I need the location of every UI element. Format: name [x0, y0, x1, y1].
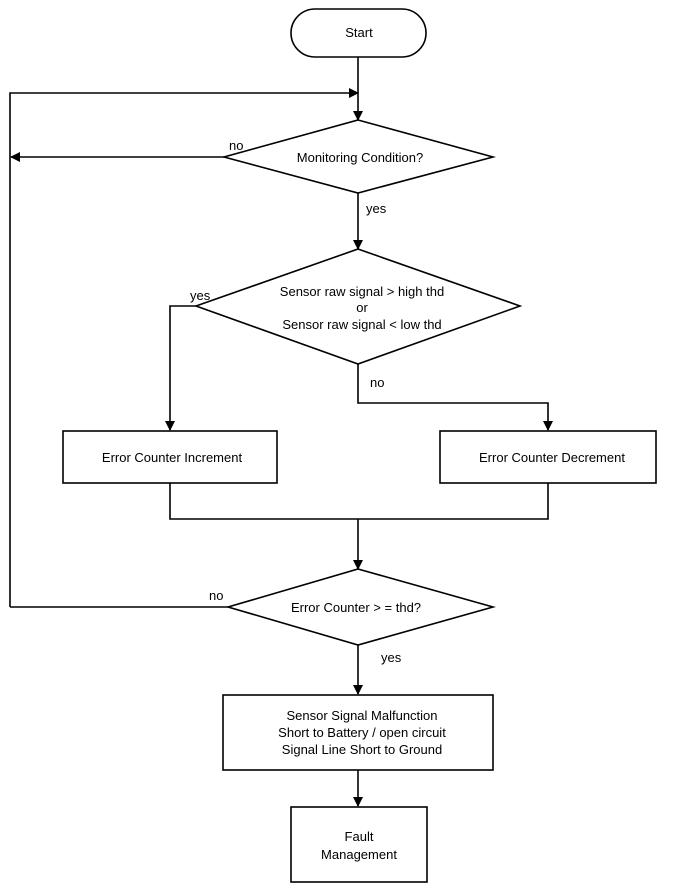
edge-label-counter-no: no — [209, 588, 223, 603]
sensor-threshold-line-2: or — [356, 300, 368, 315]
fault-management-box[interactable]: Fault Management — [290, 806, 428, 883]
edge-loop-back-to-monitoring — [9, 88, 359, 607]
sensor-threshold-line-1: Sensor raw signal > high thd — [280, 284, 444, 299]
monitoring-condition-label: Monitoring Condition? — [297, 150, 423, 165]
edge-increment-merge — [169, 483, 549, 520]
start-node[interactable]: Start — [290, 8, 427, 58]
start-label: Start — [345, 25, 373, 40]
edge-sensor-no — [357, 364, 553, 431]
error-counter-threshold-label: Error Counter > = thd? — [291, 600, 421, 615]
edge-label-counter-yes: yes — [381, 650, 402, 665]
edge-label-monitoring-no: no — [229, 138, 243, 153]
error-counter-decrement-box[interactable]: Error Counter Decrement — [439, 430, 657, 484]
connectors — [9, 57, 553, 807]
fault-management-line-1: Fault — [345, 829, 374, 844]
malfunction-line-2: Short to Battery / open circuit — [278, 725, 446, 740]
edge-label-monitoring-yes: yes — [366, 201, 387, 216]
sensor-signal-malfunction-box[interactable]: Sensor Signal Malfunction Short to Batte… — [222, 694, 494, 771]
edge-label-sensor-no: no — [370, 375, 384, 390]
monitoring-condition-decision[interactable]: Monitoring Condition? — [220, 119, 497, 194]
edge-sensor-yes — [165, 305, 196, 431]
error-counter-increment-label: Error Counter Increment — [102, 450, 243, 465]
fault-management-line-2: Management — [321, 847, 397, 862]
edge-label-sensor-yes: yes — [190, 288, 211, 303]
malfunction-line-1: Sensor Signal Malfunction — [286, 708, 437, 723]
sensor-threshold-line-3: Sensor raw signal < low thd — [282, 317, 441, 332]
error-counter-threshold-decision[interactable]: Error Counter > = thd? — [225, 568, 496, 646]
malfunction-line-3: Signal Line Short to Ground — [282, 742, 442, 757]
sensor-threshold-decision[interactable]: Sensor raw signal > high thd or Sensor r… — [193, 248, 523, 365]
error-counter-decrement-label: Error Counter Decrement — [479, 450, 625, 465]
error-counter-increment-box[interactable]: Error Counter Increment — [62, 430, 278, 484]
